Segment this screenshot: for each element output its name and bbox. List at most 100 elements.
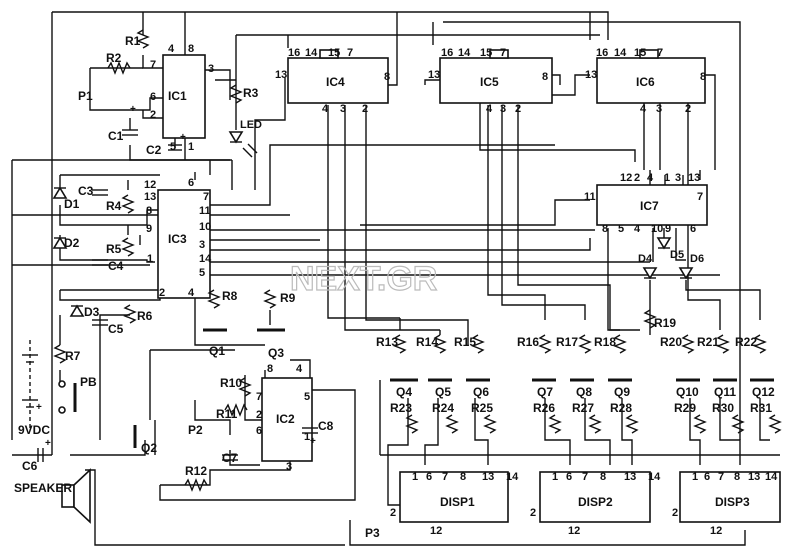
label-r22: R22 — [735, 335, 757, 349]
label-q12: Q12 — [752, 385, 775, 399]
d3-symbol — [69, 304, 85, 317]
pin-number: 5 — [618, 223, 624, 235]
pin-number: 7 — [718, 471, 724, 483]
pin-number: 9 — [146, 223, 152, 235]
label-q2: Q2 — [141, 441, 157, 455]
label-r23: R23 — [390, 401, 412, 415]
r2-symbol — [107, 61, 131, 75]
label-r11: R11 — [216, 407, 238, 421]
label-ic7: IC7 — [640, 199, 659, 213]
label-c8: C8 — [318, 419, 334, 433]
label-r17: R17 — [556, 335, 578, 349]
label-r21: R21 — [697, 335, 719, 349]
pin-number: 15 — [328, 47, 340, 59]
pin-number: 4 — [188, 287, 195, 299]
label-q1: Q1 — [209, 344, 225, 358]
label-battery: 9VDC — [18, 423, 50, 437]
pin-number: 2 — [150, 109, 156, 121]
label-r29: R29 — [674, 401, 696, 415]
pin-number: 3 — [208, 63, 214, 75]
label-ic3: IC3 — [168, 232, 187, 246]
label-q8: Q8 — [576, 385, 592, 399]
pin-number: 4 — [296, 363, 303, 375]
label-p3: P3 — [365, 526, 380, 540]
label-r10: R10 — [220, 376, 242, 390]
label-q6: Q6 — [473, 385, 489, 399]
pin-number: 6 — [690, 223, 696, 235]
pin-number: 12 — [710, 525, 722, 537]
pin-number: 7 — [697, 191, 703, 203]
ic1-box — [162, 54, 206, 139]
label-d2: D2 — [64, 236, 80, 250]
label-p2: P2 — [188, 423, 203, 437]
label-d4: D4 — [638, 253, 653, 265]
r6-symbol — [123, 304, 137, 324]
label-plus1: + — [130, 104, 136, 115]
watermark: NEXT.GR — [290, 260, 437, 298]
pin-number: 3 — [286, 461, 292, 473]
label-ic4: IC4 — [326, 75, 345, 89]
d1-symbol — [52, 186, 68, 199]
label-plus3: + — [310, 436, 316, 447]
pin-number: 4 — [634, 223, 641, 235]
pin-number: 3 — [340, 103, 346, 115]
pin-number: 2 — [515, 103, 521, 115]
label-disp1: DISP1 — [440, 495, 475, 509]
label-ic6: IC6 — [636, 75, 655, 89]
label-r1: R1 — [125, 34, 141, 48]
pin-number: 14 — [305, 47, 318, 59]
pin-number: 12 — [620, 172, 632, 184]
d4-symbol — [642, 267, 658, 280]
label-r3: R3 — [243, 86, 259, 100]
pin-number: 13 — [428, 69, 440, 81]
pin-number: 2 — [634, 172, 640, 184]
label-led: LED — [240, 119, 262, 131]
ic5-box — [439, 57, 553, 104]
label-r16: R16 — [517, 335, 539, 349]
pin-number: 8 — [542, 71, 548, 83]
pin-number: 2 — [159, 287, 165, 299]
label-plus5: + — [45, 438, 51, 449]
pin-number: 4 — [168, 43, 175, 55]
label-c5: C5 — [108, 322, 124, 336]
pin-number: 14 — [765, 471, 778, 483]
pin-number: 8 — [146, 205, 152, 217]
pin-number: 3 — [656, 103, 662, 115]
label-r19: R19 — [654, 316, 676, 330]
pin-number: 14 — [614, 47, 627, 59]
pin-number: 9 — [665, 223, 671, 235]
label-r4: R4 — [106, 199, 122, 213]
pin-number: 5 — [304, 391, 310, 403]
label-r13: R13 — [376, 335, 398, 349]
pin-number: 2 — [390, 507, 396, 519]
label-c1: C1 — [108, 129, 124, 143]
pin-number: 1 — [692, 471, 698, 483]
pin-number: 1 — [188, 141, 194, 153]
pin-number: 13 — [275, 69, 287, 81]
label-q3: Q3 — [268, 346, 284, 360]
label-r31: R31 — [750, 401, 772, 415]
pin-number: 2 — [256, 409, 262, 421]
pin-number: 10 — [651, 223, 663, 235]
pin-number: 5 — [170, 141, 176, 153]
label-c4: C4 — [108, 259, 124, 273]
label-d6: D6 — [690, 253, 704, 265]
label-speaker: SPEAKER — [14, 481, 72, 495]
label-r18: R18 — [594, 335, 616, 349]
pin-number: 6 — [188, 177, 194, 189]
pin-number: 11 — [199, 205, 211, 217]
label-ic2: IC2 — [276, 412, 295, 426]
pin-number: 4 — [647, 172, 654, 184]
disp2-box — [539, 471, 651, 523]
pin-number: 8 — [460, 471, 466, 483]
diodes — [52, 131, 694, 317]
pin-number: 2 — [362, 103, 368, 115]
pin-number: 14 — [199, 253, 212, 265]
pin-number: 6 — [426, 471, 432, 483]
d5-symbol — [656, 237, 672, 250]
pin-number: 1 — [664, 172, 670, 184]
pin-number: 7 — [657, 47, 663, 59]
label-r7: R7 — [65, 349, 81, 363]
pin-number: 13 — [585, 69, 597, 81]
r10-symbol — [238, 377, 252, 397]
